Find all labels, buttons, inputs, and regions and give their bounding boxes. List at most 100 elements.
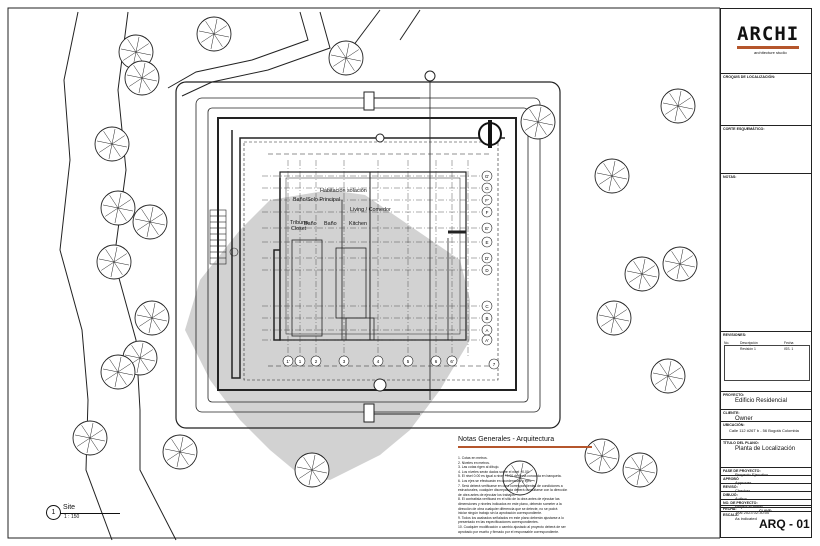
revision-header: Descripción: [740, 341, 758, 345]
grid-bubble-row: F: [481, 206, 493, 218]
field-value: Owner: [735, 416, 753, 422]
field-value: Author: [735, 495, 747, 501]
grid-bubble-col: 1': [282, 355, 294, 367]
grid-row-label: G: [485, 186, 489, 191]
title-block-row: CORTE ESQUEMÁTICO:: [721, 125, 811, 173]
note-line: estructurales, cualquier discrepancia de…: [458, 488, 568, 493]
note-line: dimensiones y niveles indicados en este …: [458, 502, 562, 506]
field-label: ESCALA:: [723, 513, 739, 517]
grid-row-label: F': [485, 198, 489, 203]
title-block-row: NOTAS:: [721, 173, 811, 331]
note-line: 7. Será deberá verificarse en obra corre…: [458, 483, 563, 488]
note-line: 2. Niveles en metros.: [458, 460, 490, 465]
grid-col-label: 7: [493, 362, 496, 367]
tree-icon: [134, 300, 170, 336]
title-block-row: FECHA:JAN 2023 02:30:00: [721, 505, 811, 515]
field-label: REVISÓ:: [723, 485, 738, 489]
note-line: iniciar ningún trabajo sin la aprobación…: [458, 511, 543, 516]
title-block: ARCHI architecture studio CROQUIS DE LOC…: [720, 8, 812, 538]
entrance-markers: [363, 70, 436, 423]
title-block-row: ESCALA:As indicated: [721, 511, 811, 521]
room-label: Kitchen: [349, 221, 367, 227]
title-block-row: CROQUIS DE LOCALIZACIÓN:: [721, 73, 811, 125]
grid-row-label: D': [485, 256, 489, 261]
grid-row-label: E': [485, 226, 489, 231]
tree-icon: [520, 104, 556, 140]
field-label: PROYECTO:: [723, 393, 745, 397]
tree-icon: [72, 420, 108, 456]
room-label: Baño/Solo Principal: [293, 197, 341, 203]
field-label: TÍTULO DEL PLANO:: [723, 441, 759, 445]
grid-row-label: A: [485, 328, 488, 333]
grid-bubble-row: E': [481, 222, 493, 234]
grid-bubble-row: D': [481, 252, 493, 264]
title-block-row: REVISÓ:Checker: [721, 483, 811, 493]
grid-bubble-col: 2: [310, 355, 322, 367]
title-block-row: REVISIONES:: [721, 331, 811, 391]
note-line: aprobado por escrito y firmado por el re…: [458, 529, 560, 534]
tree-icon: [124, 60, 160, 96]
grid-row-label: C: [485, 304, 489, 309]
room-label: Living / Comedor: [350, 207, 391, 213]
grid-bubble-row: A': [481, 334, 493, 346]
revision-header: Fecha: [784, 341, 794, 345]
building-shadow: [185, 190, 470, 480]
tree-icon: [622, 452, 658, 488]
grid-col-label: 1: [299, 359, 302, 364]
field-value: Planta de Localización: [735, 446, 796, 452]
field-label: REVISIONES:: [723, 333, 747, 337]
view-scale: 1 : 150: [64, 514, 80, 520]
room-label: Habitación solación: [320, 188, 367, 194]
field-label: CROQUIS DE LOCALIZACIÓN:: [723, 75, 776, 79]
tree-icon: [196, 16, 232, 52]
grid-col-label: 2: [315, 359, 318, 364]
note-line: 5. El nivel 0.00 es igual a nivel +3.00 …: [458, 474, 562, 479]
grid-row-label: D: [485, 268, 489, 273]
tree-icon: [624, 256, 660, 292]
sheet-border: [7, 7, 720, 539]
grid-row-label: G': [485, 174, 490, 179]
title-block-row: NO. DE PROYECTO:Project Number: [721, 499, 811, 509]
tree-icon: [662, 246, 698, 282]
tree-icon: [660, 88, 696, 124]
field-label: CLIENTE:: [723, 411, 740, 415]
note-line: de obra antes de ejecutar los trabajos.: [458, 492, 516, 497]
grid-bubble-row: C: [481, 300, 493, 312]
revision-cell: Revisión 1: [740, 347, 756, 351]
stair: [209, 209, 239, 265]
grid-col-label: 1': [286, 359, 290, 364]
view-number: 1: [46, 505, 61, 520]
grid-bubble-col: 6: [430, 355, 442, 367]
field-label: CORTE ESQUEMÁTICO:: [723, 127, 765, 131]
tree-icon: [328, 40, 364, 76]
room-label: Tribuna: [290, 220, 309, 226]
note-line: 9. Todos los acabados señalados en este …: [458, 515, 564, 520]
field-value: Edificio Residencial: [735, 398, 788, 404]
notes-title: Notas Generales - Arquitectura: [458, 436, 555, 443]
grid-col-label: 6': [450, 359, 454, 364]
grid-bubble-row: D: [481, 264, 493, 276]
field-value: Approver: [735, 479, 752, 485]
grid-col-label: 6: [435, 359, 438, 364]
revision-table-grid: [724, 345, 810, 381]
title-block-row: UBICACIÓN:Calle 112 #26T b - 56 Bogotá C…: [721, 421, 811, 439]
view-title-line: [60, 513, 120, 514]
clave-label: CLAVE:: [759, 509, 773, 513]
grid-bubble-row: F': [481, 194, 493, 206]
field-value: Project Number: [735, 503, 763, 509]
revision-cell: ISS. 1: [784, 347, 794, 351]
tree-icon: [100, 190, 136, 226]
grid-bubble-col: 7: [488, 358, 500, 370]
room-label: Closet: [291, 226, 307, 232]
room-label: Baño: [324, 221, 337, 227]
field-value: Calle 112 #26T b - 56 Bogotá Colombia: [729, 428, 799, 433]
grid-bubble-row: B: [481, 312, 493, 324]
grid-col-label: 4: [377, 359, 380, 364]
grid-bubble-col: 1: [294, 355, 306, 367]
title-block-row: DIBUJÓ:Author: [721, 491, 811, 501]
sheet-number-box: CLAVE:: [721, 507, 811, 539]
grid-row-label: F: [486, 210, 489, 215]
